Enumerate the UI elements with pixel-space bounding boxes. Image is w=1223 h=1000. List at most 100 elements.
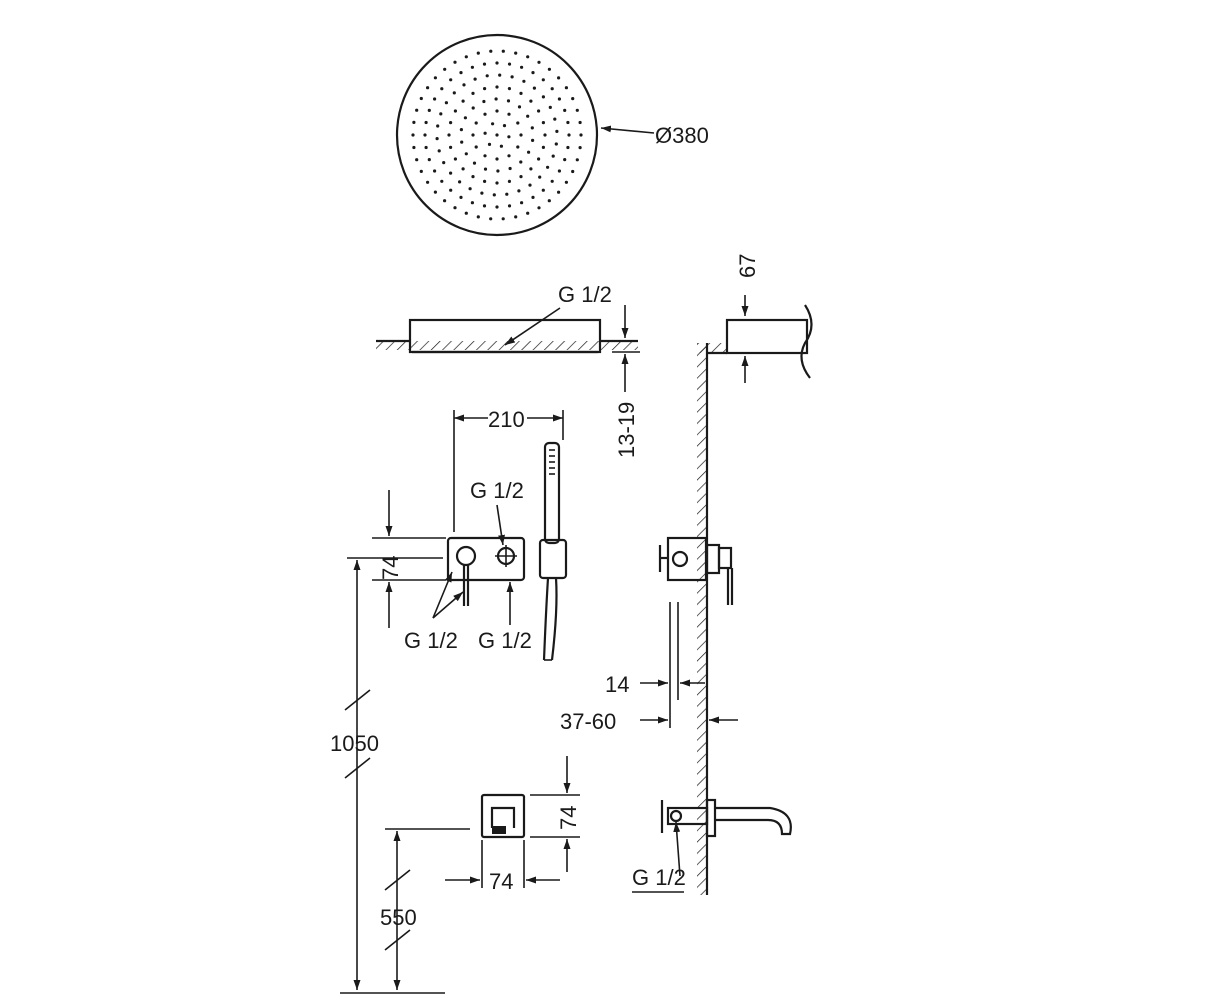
nozzle-dot <box>495 181 499 185</box>
nozzle-dot <box>443 199 447 203</box>
nozzle-dot <box>495 109 499 113</box>
nozzle-dot <box>548 105 552 109</box>
nozzle-dot <box>528 183 532 187</box>
nozzle-dot <box>522 79 526 83</box>
nozzle-dot <box>507 62 512 66</box>
nozzle-dot <box>415 158 419 162</box>
nozzle-dot <box>449 145 453 149</box>
nozzle-dot <box>483 131 487 135</box>
nozzle-dot <box>464 55 468 59</box>
mixer-top-thread-label: G 1/2 <box>470 478 524 503</box>
nozzle-dot <box>426 180 430 184</box>
nozzle-dot <box>460 140 464 144</box>
nozzle-dot <box>483 112 487 116</box>
nozzle-dot <box>526 55 530 59</box>
nozzle-dot <box>526 211 530 215</box>
nozzle-dot <box>474 121 478 125</box>
nozzle-dot <box>444 101 448 105</box>
nozzle-dot <box>526 114 530 118</box>
diameter-leader <box>600 125 655 134</box>
nozzle-dot <box>531 71 535 75</box>
nozzle-dot <box>415 108 419 112</box>
nozzle-dot <box>447 133 451 137</box>
nozzle-dot <box>482 99 486 104</box>
nozzle-dot <box>507 154 511 158</box>
nozzle-dot <box>575 108 579 112</box>
nozzle-dot <box>453 157 457 161</box>
spout-thread-label: G 1/2 <box>632 865 686 890</box>
nozzle-dot <box>510 75 514 79</box>
nozzle-dot <box>507 135 511 139</box>
nozzle-dot <box>433 76 437 80</box>
nozzle-dot <box>520 65 524 69</box>
nozzle-dot <box>433 97 437 101</box>
nozzle-dot <box>527 150 531 154</box>
nozzle-dot <box>555 129 559 133</box>
nozzle-dot <box>501 49 505 53</box>
nozzle-dot <box>495 85 499 89</box>
nozzle-dot <box>502 124 507 128</box>
mixer-height-label: 74 <box>378 556 403 580</box>
nozzle-dot <box>541 188 545 192</box>
nozzle-dot <box>470 65 474 69</box>
nozzle-dot <box>550 179 554 183</box>
nozzle-dot <box>492 193 496 197</box>
nozzle-dot <box>496 169 500 173</box>
nozzle-dot <box>483 179 487 183</box>
nozzle-dot <box>563 158 567 162</box>
head-depth-label: 67 <box>735 254 760 278</box>
nozzle-dot <box>453 109 457 113</box>
nozzle-dot <box>566 145 570 150</box>
nozzle-dot <box>485 74 489 78</box>
nozzle-dot <box>567 133 571 137</box>
nozzle-dot <box>514 51 518 55</box>
nozzle-dot <box>495 133 499 137</box>
nozzle-dot <box>541 95 546 99</box>
head-thread-leader <box>504 307 561 346</box>
nozzle-dot <box>439 112 443 116</box>
nozzle-dot <box>529 99 533 103</box>
nozzle-dot <box>578 146 582 150</box>
nozzle-dot <box>499 144 503 148</box>
shower-head-top-view: Ø380 <box>395 33 709 237</box>
nozzle-dot <box>557 190 561 194</box>
nozzle-dot <box>519 175 523 179</box>
nozzle-dot <box>557 169 562 173</box>
nozzle-dot <box>443 67 447 71</box>
nozzle-dot <box>537 206 541 210</box>
nozzle-dot <box>541 121 546 125</box>
nozzle-dot <box>547 67 552 71</box>
nozzle-dot <box>433 169 437 173</box>
mixer-mount-height-label: 1050 <box>330 731 379 756</box>
nozzle-dot <box>543 133 547 137</box>
nozzle-dot <box>449 121 453 125</box>
nozzle-dot <box>424 120 428 125</box>
nozzle-dot <box>471 133 475 137</box>
nozzle-dot <box>435 137 439 141</box>
nozzle-dot <box>489 49 493 53</box>
nozzle-dot <box>489 217 493 221</box>
nozzle-dot <box>547 199 551 203</box>
wall-depth-label: 37-60 <box>560 709 616 734</box>
nozzle-dot <box>564 180 569 184</box>
nozzle-dot <box>491 122 495 126</box>
nozzle-dot <box>564 86 569 90</box>
nozzle-dot <box>473 77 477 81</box>
nozzle-dot <box>424 145 428 150</box>
outlet-height-label: 74 <box>556 806 581 830</box>
nozzle-dot <box>557 76 561 80</box>
nozzle-dot <box>517 105 522 109</box>
mounting-height-dims: 1050 550 <box>330 557 470 994</box>
nozzle-dot <box>575 158 579 162</box>
nozzle-dot <box>437 149 441 153</box>
nozzle-dot <box>519 160 523 164</box>
nozzle-dot <box>449 171 453 175</box>
nozzle-dot <box>419 96 423 101</box>
nozzle-dot <box>571 169 575 174</box>
nozzle-dot <box>531 138 535 142</box>
ceiling-recess-label: 13-19 <box>614 402 639 458</box>
nozzle-dot <box>557 97 562 101</box>
nozzle-dot <box>520 201 524 205</box>
shower-head-side-view: G 1/2 13-19 <box>376 282 640 458</box>
